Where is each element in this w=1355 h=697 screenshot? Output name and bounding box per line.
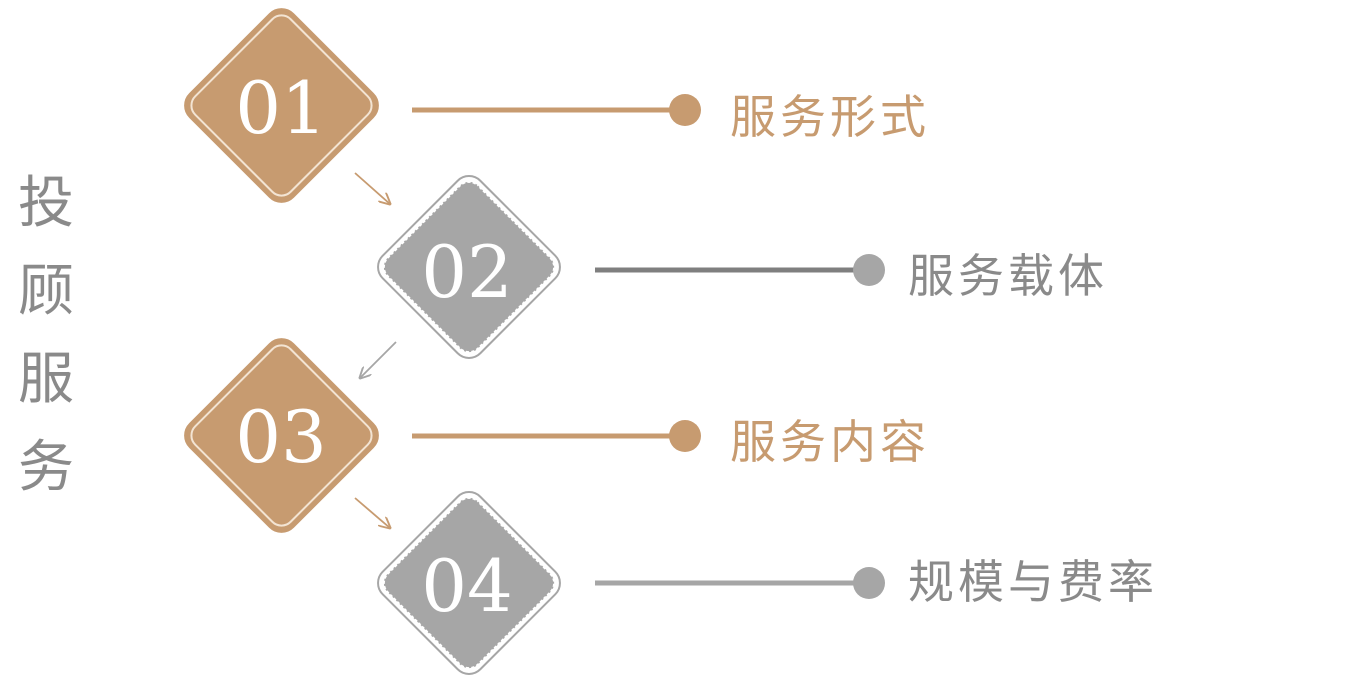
step-02-diamond xyxy=(383,181,555,353)
step-04-dot xyxy=(853,567,885,599)
step-03-dot xyxy=(669,420,701,452)
step-03-inner-border xyxy=(190,344,373,527)
step-02: 02 服务载体 xyxy=(377,175,1108,359)
side-title-char: 务 xyxy=(18,435,74,500)
step-01-number: 01 xyxy=(235,66,327,150)
step-03-number: 03 xyxy=(235,395,327,479)
side-title-char: 顾 xyxy=(18,259,74,324)
step-02-label: 服务载体 xyxy=(908,249,1108,303)
side-title: 投 顾 服 务 xyxy=(14,160,78,512)
step-01-label: 服务形式 xyxy=(730,90,930,144)
arrow-01-to-02 xyxy=(354,172,390,204)
step-02-number: 02 xyxy=(421,230,513,314)
step-03-label: 服务内容 xyxy=(730,415,930,469)
step-04-number: 04 xyxy=(421,544,513,628)
side-title-char: 投 xyxy=(18,171,74,236)
step-04-label: 规模与费率 xyxy=(908,555,1158,609)
arrow-02-to-03 xyxy=(360,341,397,378)
step-04: 04 规模与费率 xyxy=(377,491,1158,675)
step-04-diamond xyxy=(383,497,555,669)
step-01: 01 服务形式 xyxy=(184,8,930,203)
side-title-char: 服 xyxy=(18,347,74,412)
step-01-dot xyxy=(669,94,701,126)
step-02-dot xyxy=(853,254,885,286)
step-03: 03 服务内容 xyxy=(184,338,930,533)
arrow-03-to-04 xyxy=(354,497,390,528)
step-01-inner-border xyxy=(190,14,373,197)
